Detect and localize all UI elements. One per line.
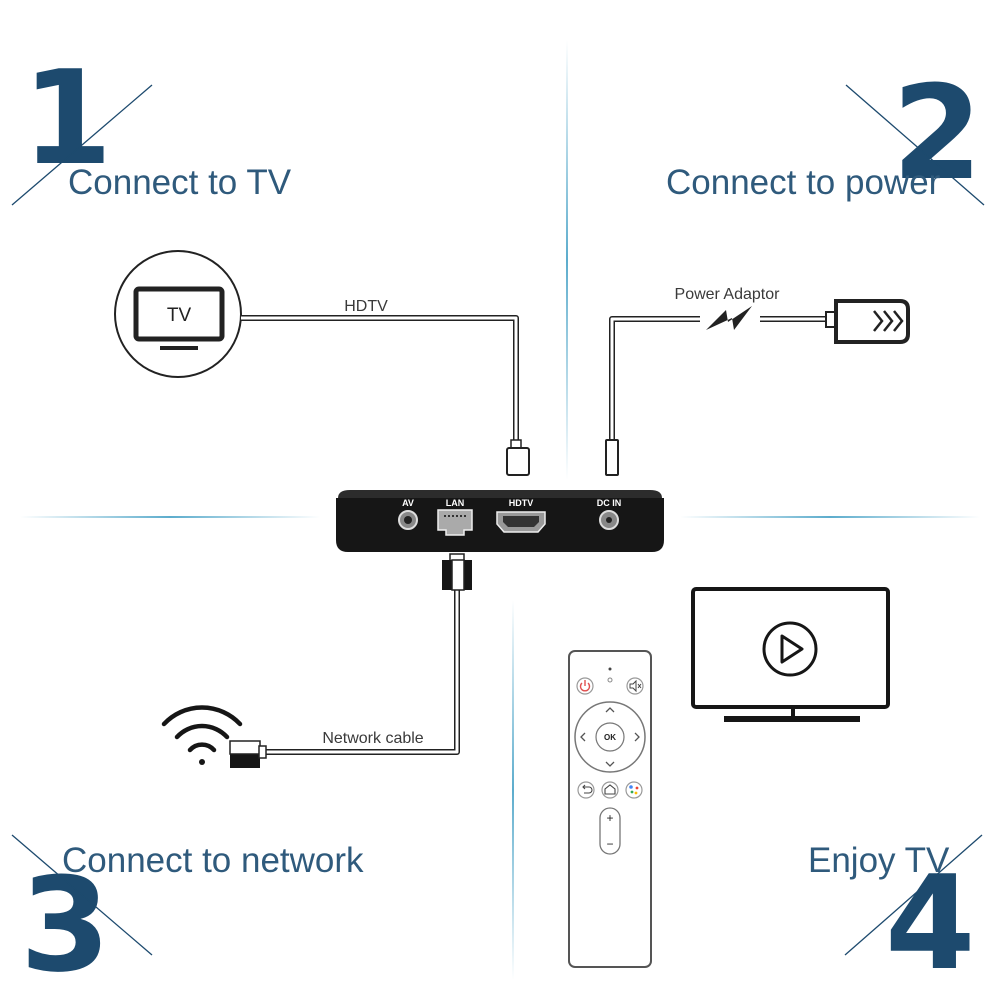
- lan-port: [437, 509, 473, 536]
- tv-label: TV: [167, 305, 192, 326]
- right-arrow-icon: [634, 732, 640, 742]
- step-1-title: Connect to TV: [68, 163, 292, 202]
- power-adaptor-label: Power Adaptor: [675, 286, 781, 303]
- divider-top: [566, 40, 568, 480]
- step-4-number: 4: [885, 847, 975, 999]
- step-3-heading: 3 Connect to network: [11, 834, 364, 1000]
- port-label-hdtv: HDTV: [509, 498, 534, 508]
- microphone-icon: [608, 667, 612, 671]
- remote-ok-button: [595, 722, 625, 752]
- step-3-number: 3: [20, 849, 110, 1000]
- port-label-dc-in: DC IN: [597, 498, 622, 508]
- left-arrow-icon: [580, 732, 586, 742]
- hdtv-cable-label: HDTV: [344, 298, 388, 315]
- remote-home-button: [601, 781, 619, 799]
- step-4-heading: 4 Enjoy TV: [808, 834, 983, 999]
- ok-label: OK: [604, 733, 616, 742]
- power-icon: [579, 682, 591, 692]
- hdtv-cable: HDTV: [241, 298, 530, 476]
- lightning-icon: [706, 306, 752, 330]
- step-2-heading: 2 Connect to power: [666, 57, 985, 209]
- mute-icon: [629, 679, 637, 693]
- remote-back-button: [577, 781, 595, 799]
- remote-dpad: [574, 701, 646, 773]
- volume-down-label: −: [606, 837, 613, 851]
- power-cable: Power Adaptor: [605, 286, 910, 476]
- remote-volume-rocker: [599, 807, 621, 855]
- up-arrow-icon: [605, 707, 615, 713]
- step-2-slash: [845, 84, 985, 206]
- step-1-slash: [11, 84, 153, 206]
- remote-power-button: [576, 677, 594, 695]
- port-label-av: AV: [402, 498, 414, 508]
- divider-bottom: [512, 600, 514, 980]
- step-3-title: Connect to network: [62, 841, 364, 880]
- step-1-number: 1: [22, 42, 112, 194]
- remote-assistant-button: [625, 781, 643, 799]
- step-4-slash: [844, 834, 983, 956]
- remote-control: OK + −: [568, 650, 652, 968]
- monitor-icon: [691, 587, 890, 722]
- step-2-number: 2: [892, 57, 982, 209]
- port-label-lan: LAN: [446, 498, 465, 508]
- quadrant-dividers: [20, 40, 980, 980]
- network-cable-label: Network cable: [322, 730, 423, 747]
- set-top-box: AV LAN HDTV DC IN: [336, 490, 664, 552]
- tv-icon: TV: [114, 250, 242, 378]
- step-4-title: Enjoy TV: [808, 841, 950, 880]
- home-icon: [604, 784, 616, 795]
- down-arrow-icon: [605, 761, 615, 767]
- step-2-title: Connect to power: [666, 163, 941, 202]
- remote-mute-button: [626, 677, 644, 695]
- volume-up-label: +: [606, 811, 613, 825]
- play-icon: [762, 621, 818, 677]
- assistant-icon: [629, 785, 639, 795]
- back-icon: [582, 784, 593, 794]
- step-1-heading: 1 Connect to TV: [11, 42, 292, 206]
- wifi-icon: [161, 705, 243, 765]
- network-cable: Network cable: [229, 553, 472, 768]
- divider-right: [680, 516, 980, 518]
- power-plug-icon: [834, 299, 910, 344]
- step-3-slash: [11, 834, 153, 956]
- divider-left: [20, 516, 320, 518]
